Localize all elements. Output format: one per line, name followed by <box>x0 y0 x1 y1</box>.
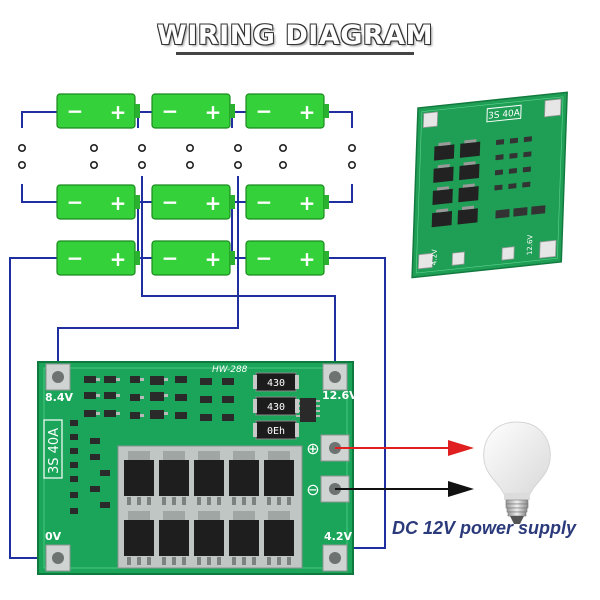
pad-0v <box>45 544 71 572</box>
battery-7 <box>56 240 140 276</box>
battery-2-neg: − <box>162 99 179 123</box>
pad-label-plus: ⊕ <box>306 439 319 458</box>
pad-label-minus: ⊖ <box>306 480 319 499</box>
photo-pad-42: 4.2V <box>429 249 438 266</box>
light-bulb-icon <box>483 421 551 524</box>
output-positive-wire <box>335 440 474 456</box>
battery-4-neg: − <box>67 190 84 214</box>
battery-1-neg: − <box>67 99 84 123</box>
battery-6-neg: − <box>256 190 273 214</box>
output-negative-wire <box>335 481 474 497</box>
battery-3 <box>245 93 329 129</box>
smd-components <box>70 376 320 514</box>
battery-8-pos: + <box>205 247 222 271</box>
battery-9-pos: + <box>299 247 316 271</box>
resistor-label-3: 0Eh <box>267 426 285 437</box>
battery-7-pos: + <box>110 247 127 271</box>
battery-4 <box>56 184 140 220</box>
pad-label-4v2: 4.2V <box>324 530 352 543</box>
mosfet-array <box>117 445 303 569</box>
battery-5 <box>151 184 235 220</box>
pad-label-12v6: 12.6V <box>322 389 358 402</box>
pad-12v6 <box>322 363 348 391</box>
wire-branch-b <box>57 176 239 368</box>
shunt-resistor-3 <box>253 420 299 440</box>
shunt-resistor-1 <box>253 372 299 392</box>
resistor-label-1: 430 <box>267 378 285 389</box>
photo-spec-label: 3S 40A <box>488 108 521 121</box>
battery-1 <box>56 93 140 129</box>
battery-9-neg: − <box>256 246 273 270</box>
board-spec-label: 3S 40A <box>47 428 62 474</box>
diagram-title: WIRING DIAGRAM <box>157 20 433 51</box>
battery-6 <box>245 184 329 220</box>
photo-pad-126: 12.6V <box>525 234 535 256</box>
battery-3-pos: + <box>299 100 316 124</box>
resistor-label-2: 430 <box>267 402 285 413</box>
wire-bottom-sides <box>137 202 233 258</box>
battery-4-pos: + <box>110 191 127 215</box>
battery-6-pos: + <box>299 191 316 215</box>
wire-bottom-row <box>9 257 386 559</box>
pcb-board: 430 430 0Eh <box>37 361 358 575</box>
battery-bank: − + − + − + − + − + − + − + − + − + <box>56 93 329 276</box>
pad-label-8v4: 8.4V <box>45 391 73 404</box>
battery-8 <box>151 240 235 276</box>
title-underline <box>176 52 414 55</box>
battery-5-neg: − <box>162 190 179 214</box>
board-model-label: HW-288 <box>212 365 248 375</box>
pad-label-0v: 0V <box>45 530 62 543</box>
shunt-resistor-2 <box>253 396 299 416</box>
battery-7-neg: − <box>67 246 84 270</box>
battery-5-pos: + <box>205 191 222 215</box>
battery-2 <box>151 93 235 129</box>
pad-8v4 <box>45 363 71 391</box>
battery-1-pos: + <box>110 100 127 124</box>
battery-8-neg: − <box>162 246 179 270</box>
board-photo: 3S 40A 4.2V 12.6V <box>411 91 568 279</box>
battery-9 <box>245 240 329 276</box>
pad-4v2 <box>322 544 348 572</box>
power-supply-label: DC 12V power supply <box>392 518 577 538</box>
battery-2-pos: + <box>205 100 222 124</box>
connector-dots <box>17 144 356 170</box>
battery-3-neg: − <box>256 99 273 123</box>
wires <box>9 111 386 559</box>
wire-top-row <box>21 111 353 128</box>
wire-mid-row <box>21 184 353 203</box>
